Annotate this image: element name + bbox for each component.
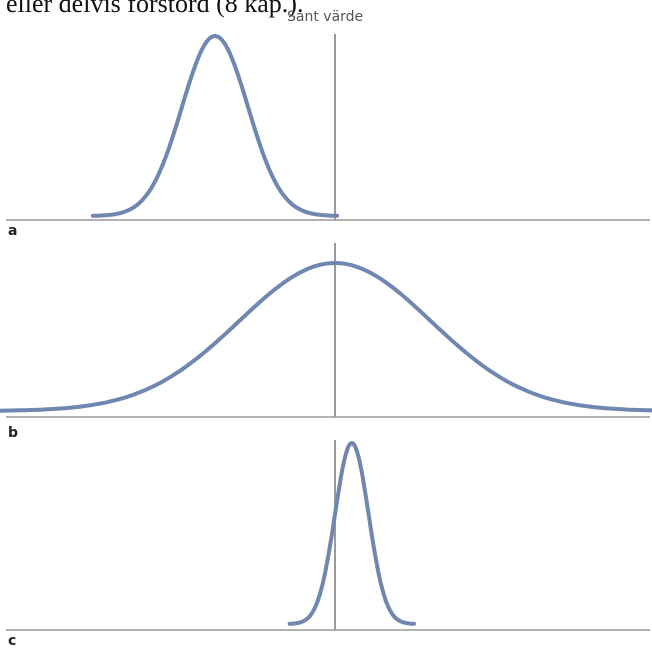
panel-label-a: a bbox=[8, 223, 18, 239]
panel-b-distribution-curve bbox=[0, 261, 652, 413]
header-text: eller delvis förstörd (8 kap.). bbox=[6, 0, 304, 18]
panel-label-c: c bbox=[8, 633, 17, 649]
panel-label-b: b bbox=[8, 425, 19, 441]
panel-c-distribution-curve bbox=[287, 441, 416, 626]
true-value-label: Sant värde bbox=[287, 9, 364, 25]
panel-a-distribution-curve bbox=[90, 34, 340, 218]
